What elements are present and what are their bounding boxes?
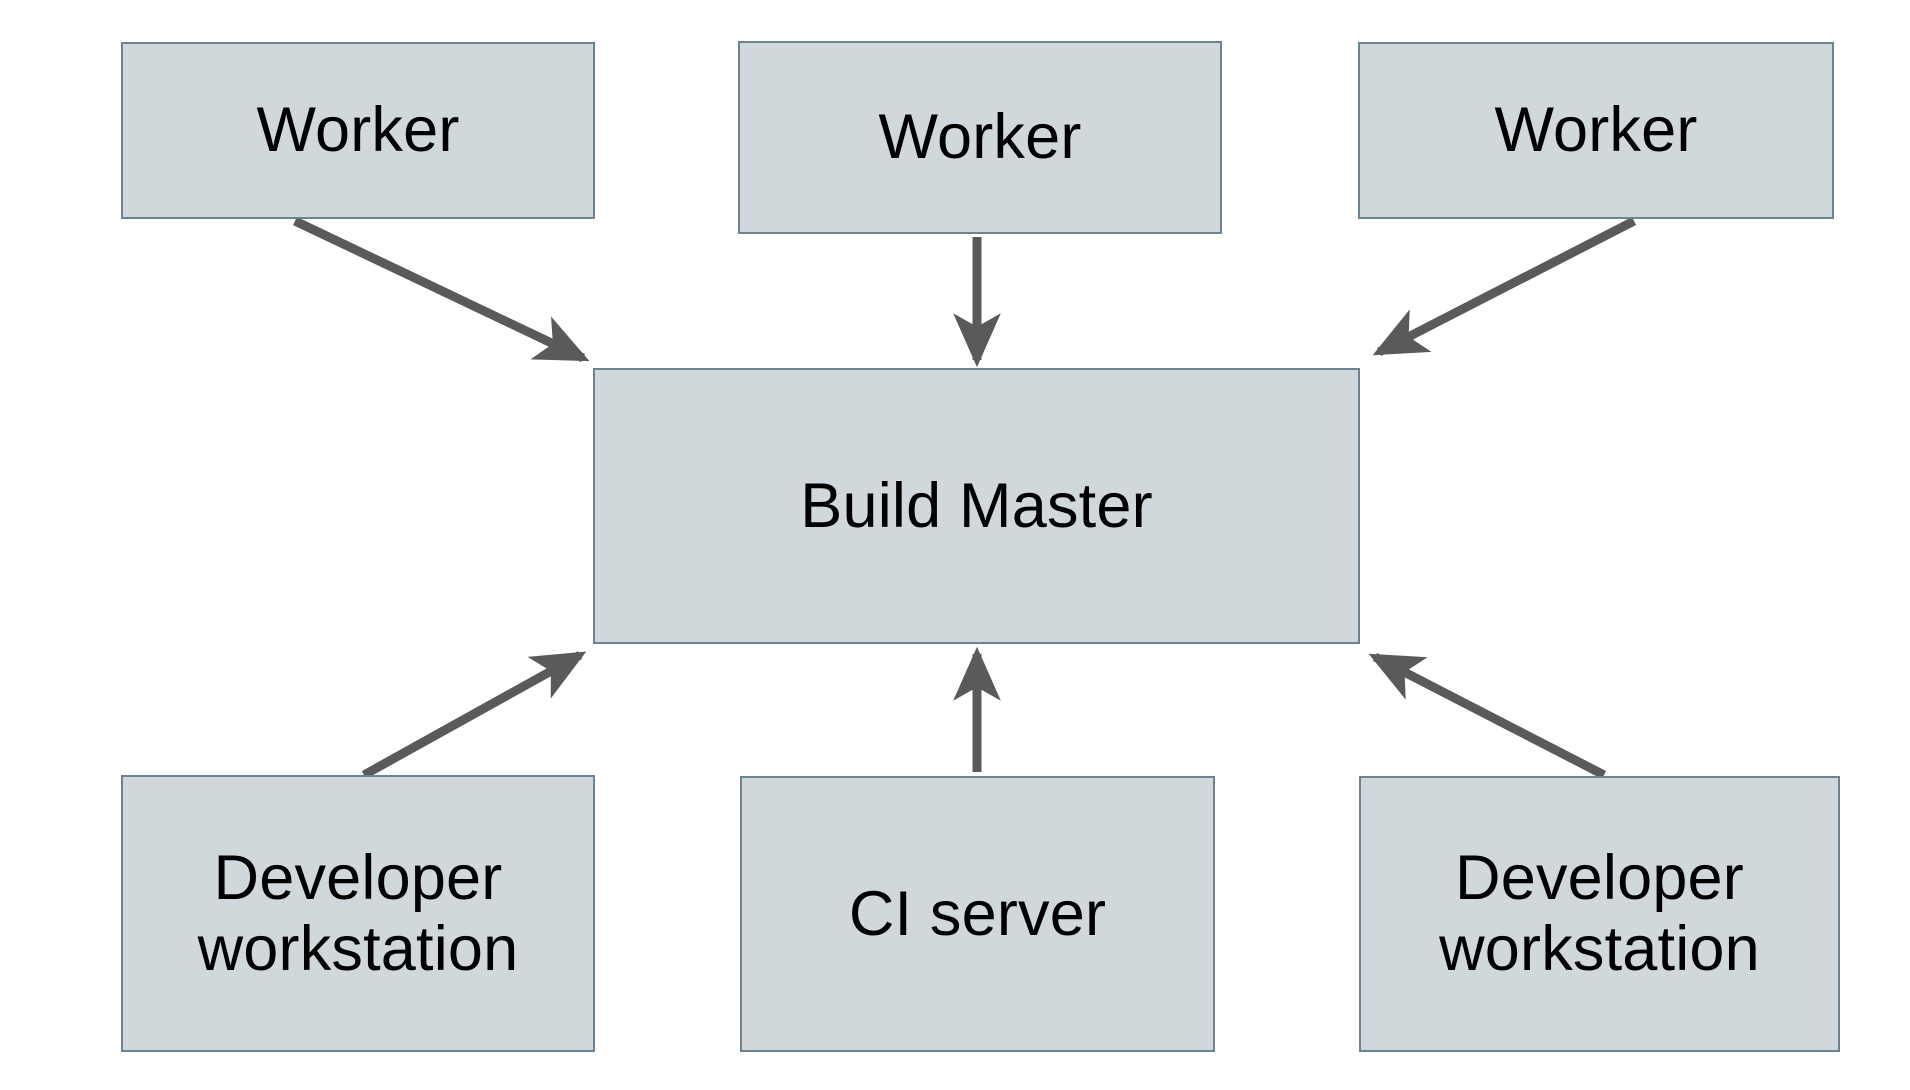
edge-dev-ws-right-to-build-master — [1368, 652, 1607, 780]
edge-dev-ws-left-to-build-master — [361, 651, 587, 779]
node-worker-1[interactable]: Worker — [121, 42, 595, 219]
node-worker-1-label: Worker — [256, 95, 460, 166]
node-ci-server-label: CI server — [848, 878, 1107, 949]
node-developer-workstation-right-label: Developer workstation — [1439, 843, 1760, 984]
node-developer-workstation-left-label: Developer workstation — [197, 842, 519, 984]
node-build-master-label: Build Master — [800, 470, 1153, 541]
node-developer-workstation-right[interactable]: Developer workstation — [1359, 776, 1840, 1052]
node-worker-3[interactable]: Worker — [1358, 42, 1834, 219]
node-developer-workstation-left[interactable]: Developer workstation — [121, 775, 595, 1052]
node-ci-server[interactable]: CI server — [740, 776, 1215, 1052]
edge-worker-1-to-build-master — [293, 216, 590, 363]
edge-worker-3-to-build-master — [1372, 216, 1637, 357]
node-build-master[interactable]: Build Master — [593, 368, 1360, 644]
node-worker-2-label: Worker — [878, 102, 1082, 173]
node-worker-2[interactable]: Worker — [738, 41, 1222, 234]
node-worker-3-label: Worker — [1494, 95, 1698, 166]
